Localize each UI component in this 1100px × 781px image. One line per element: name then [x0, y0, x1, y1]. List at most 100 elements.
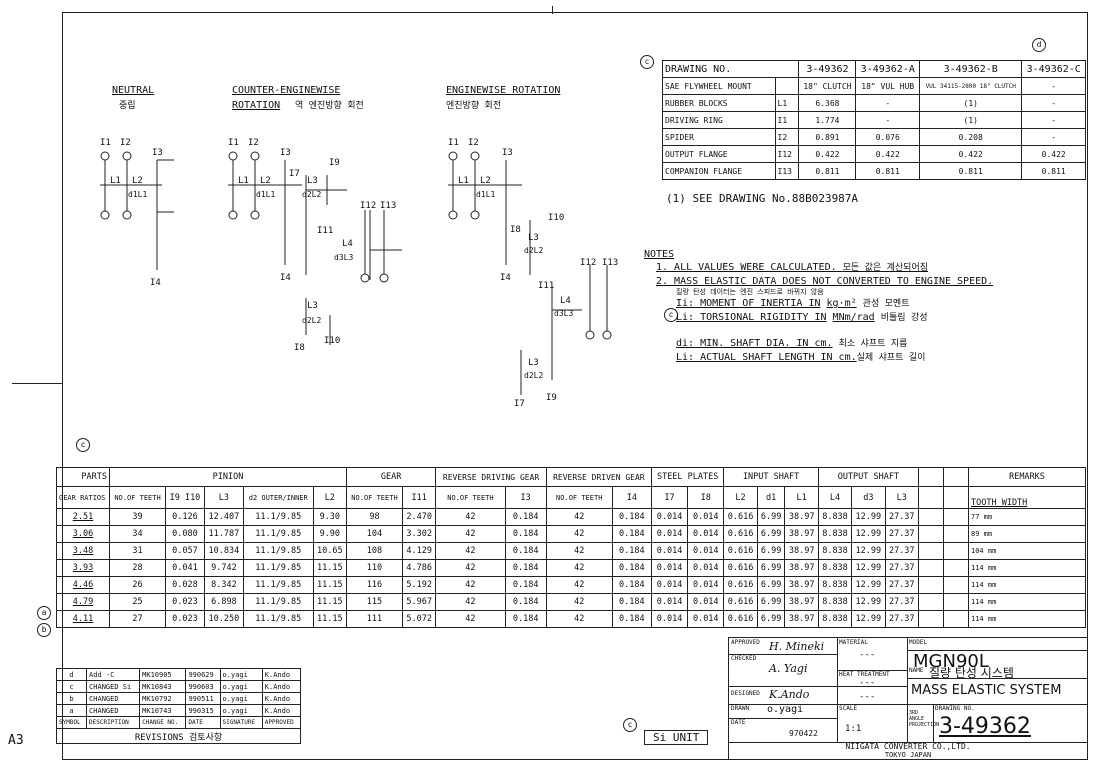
mt-sub-3: d2 OUTER/INNER — [242, 486, 314, 509]
mt-cell-r6-c16: 38.97 — [784, 610, 819, 628]
mt-parts: PARTS — [56, 467, 110, 487]
tb-checked: CHECKED — [731, 655, 757, 662]
rev-cell-r3-c2: MK10743 — [139, 704, 187, 717]
mt-cell-r4-c18: 12.99 — [851, 576, 886, 594]
lbl-c-i4: I4 — [280, 273, 291, 283]
mt-cell-r5-c11: 0.184 — [611, 593, 652, 611]
dt-cell-r1-c0: RUBBER BLOCKS — [662, 94, 776, 112]
mt-cell-r4-c15: 6.99 — [756, 576, 786, 594]
lbl-c-i13: I13 — [380, 201, 396, 211]
mt-cell-r6-c10: 42 — [545, 610, 613, 628]
mt-cell-r3-c2: 0.041 — [164, 559, 205, 577]
lbl-e-l1: L1 — [458, 176, 469, 186]
tb-drawing-no-val: 3-49362 — [939, 714, 1031, 739]
rev-cell-r1-c5: K.Ando — [261, 680, 302, 693]
mt-cell-r0-c9: 0.184 — [504, 508, 547, 526]
lbl-c-l4: L4 — [342, 239, 353, 249]
rotation-diagrams: NEUTRAL 중립 COUNTER-ENGINEWISE ROTATION 역… — [100, 85, 618, 409]
mt-cell-r1-c2: 0.080 — [164, 525, 205, 543]
mt-sub-6: I11 — [401, 486, 437, 509]
revisions-title: REVISIONS 검토사항 — [56, 728, 301, 744]
mt-cell-r3-c4: 11.1/9.85 — [242, 559, 314, 577]
mt-cell-r5-c14: 0.616 — [723, 593, 758, 611]
tb-designed-sig: K.Ando — [769, 688, 810, 701]
rev-mark-d: d — [1032, 38, 1046, 52]
dt-cell-r5-c4: 0.811 — [919, 162, 1023, 180]
rev-mark-c-1: c — [640, 55, 654, 69]
tb-model: MODEL — [909, 639, 928, 646]
mt-cell-r6-c1: 27 — [109, 610, 166, 628]
drawing-border — [62, 12, 1088, 760]
mt-cell-r1-c11: 0.184 — [611, 525, 652, 543]
mt-cell-r6-c15: 6.99 — [756, 610, 786, 628]
rev-cell-r3-c4: o.yagi — [219, 704, 263, 717]
mt-sub-11: I7 — [650, 486, 689, 509]
mt-cell-r0-c10: 42 — [545, 508, 613, 526]
enginewise-subtitle: 엔진방향 회전 — [446, 99, 501, 111]
tb-drawn: DRAWN — [731, 705, 750, 712]
dt-cell-r0-c5: - — [1021, 77, 1086, 95]
mt-cell-r1-c10: 42 — [545, 525, 613, 543]
tb-approved-sig: H. Mineki — [769, 640, 825, 653]
mt-cell-r5-c0: 4.79 — [56, 593, 110, 611]
si-unit-box: Si UNIT — [644, 730, 709, 745]
lbl-i3: I3 — [152, 148, 163, 158]
mt-cell-r5-c18: 12.99 — [851, 593, 886, 611]
mt-cell-r2-c17: 8.838 — [817, 542, 853, 560]
mt-cell-r3-c5: 11.15 — [312, 559, 347, 577]
rev-cell-r1-c2: MK10843 — [139, 680, 187, 693]
mt-cell-r2-c4: 11.1/9.85 — [242, 542, 314, 560]
lbl-i2: I2 — [120, 138, 131, 148]
lbl-c-i8: I8 — [294, 343, 305, 353]
lbl-c-i3: I3 — [280, 148, 291, 158]
dt-cell-r2-c5: - — [1021, 111, 1086, 129]
lbl-c-i9: I9 — [329, 158, 340, 168]
mt-cell-r2-c1: 31 — [109, 542, 166, 560]
mt-cell-r0-c3: 12.407 — [203, 508, 244, 526]
mt-cell-r0-c5: 9.30 — [312, 508, 347, 526]
rev-cell-r2-c2: MK10792 — [139, 692, 187, 705]
tb-date-val: 970422 — [789, 729, 818, 738]
lbl-l2: L2 — [132, 176, 143, 186]
mt-cell-r5-c10: 42 — [545, 593, 613, 611]
mt-cell-r6-c6: 111 — [345, 610, 403, 628]
mt-sub-8: I3 — [504, 486, 547, 509]
dt-cell-r2-c2: 1.774 — [798, 111, 857, 129]
mt-sub-7: NO.OF TEETH — [435, 486, 506, 509]
mt-cell-r0-c0: 2.51 — [56, 508, 110, 526]
mt-group-rev-driven: REVERSE DRIVEN GEAR — [545, 467, 652, 487]
mt-sub-18: L3 — [884, 486, 920, 509]
mt-cell-r5-c17: 8.838 — [817, 593, 853, 611]
dt-cell-r4-c0: OUTPUT FLANGE — [662, 145, 776, 163]
dt-cell-r2-c1: I1 — [774, 111, 800, 129]
mt-sub-1: I9 I10 — [164, 486, 205, 509]
mt-cell-r0-c18: 12.99 — [851, 508, 886, 526]
lbl-c-i1: I1 — [228, 138, 239, 148]
lbl-e-i1: I1 — [448, 138, 459, 148]
dt-cell-r5-c1: I13 — [774, 162, 800, 180]
dt-cell-r0-c1 — [774, 77, 800, 95]
mt-cell-r2-c15: 6.99 — [756, 542, 786, 560]
neutral-title: NEUTRAL — [112, 85, 154, 96]
dt-header-col4: 3-49362-C — [1021, 60, 1086, 78]
mt-cell-r6-c14: 0.616 — [723, 610, 758, 628]
mt-group-rev-driving: REVERSE DRIVING GEAR — [435, 467, 547, 487]
mt-cell-r5-c12: 0.014 — [650, 593, 689, 611]
rev-mark-c-2: c — [76, 438, 90, 452]
lbl-e-d3: d3L3 — [554, 309, 573, 318]
mt-cell-r4-c9: 0.184 — [504, 576, 547, 594]
lbl-e-l4: L4 — [560, 296, 571, 306]
mt-cell-r4-c12: 0.014 — [650, 576, 689, 594]
mt-cell-r1-c12: 0.014 — [650, 525, 689, 543]
rev-cell-r0-c3: 990629 — [185, 668, 221, 681]
mt-sub-12: I8 — [687, 486, 725, 509]
tb-model-val: MGN90L — [913, 651, 989, 672]
dt-footnote: (1) SEE DRAWING No.88B023987A — [666, 192, 859, 205]
tb-designed: DESIGNED — [731, 690, 760, 697]
sheet-size-mark: A3 — [8, 733, 24, 748]
lbl-e-i2: I2 — [468, 138, 479, 148]
lbl-e-i12: I12 — [580, 258, 596, 268]
tb-name: NAME — [909, 667, 924, 674]
mt-remark-r6: 114 mm — [968, 610, 1086, 628]
